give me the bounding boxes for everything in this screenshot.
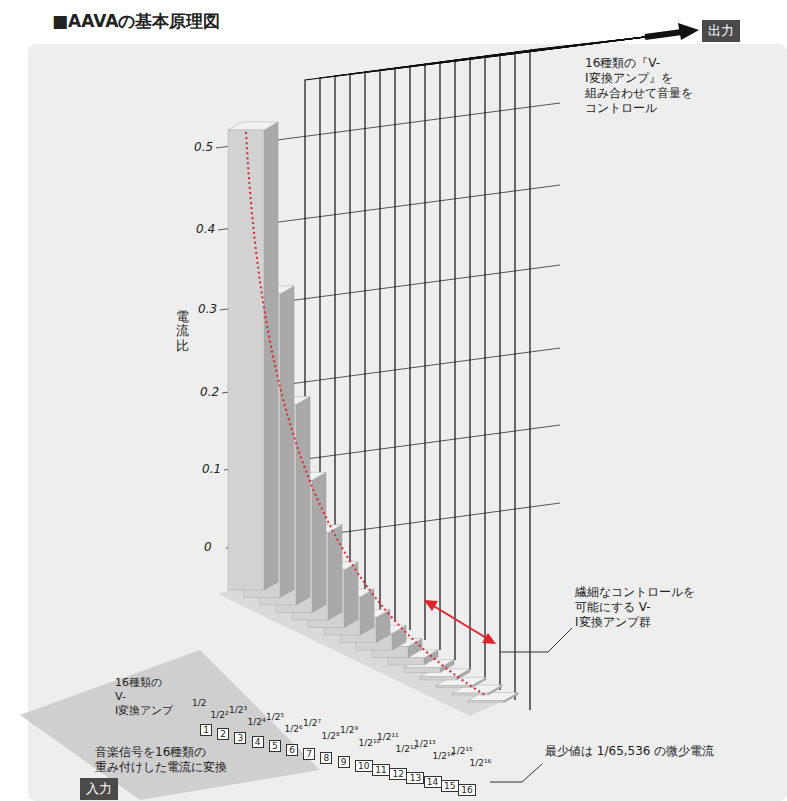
callout-number: 14 <box>424 776 442 788</box>
callout-number: 2 <box>217 728 229 740</box>
callout-number: 11 <box>372 764 390 776</box>
node-text: 4 <box>255 738 261 747</box>
axis-tick: 0 <box>204 540 212 555</box>
callout-text: 繊細なコントロールを 可能にする V-I変換アンプ群 <box>575 585 695 630</box>
node-text: 14 <box>427 778 438 787</box>
current-bars <box>228 122 518 703</box>
weight-fraction: 1/2¹¹ <box>377 732 399 743</box>
group-label: 16種類の V-I変換アンプ <box>115 676 173 717</box>
leader-line <box>490 764 542 782</box>
input-text: 音楽信号を16種類の 重み付けした電流に変換 <box>95 745 227 775</box>
callout-number: 8 <box>320 752 332 764</box>
callout-number: 13 <box>406 772 424 784</box>
weight-fraction: 1/2¹³ <box>414 739 436 750</box>
node-text: 12 <box>392 770 403 779</box>
decay-curve <box>246 132 485 695</box>
note-text: 16種類の『V-I変換アンプ』を 組み合わせて音量を コントロール <box>585 56 693 116</box>
weight-fraction: 1/2⁸ <box>322 731 340 742</box>
callout-number: 9 <box>338 756 350 768</box>
axis-tick: 0.1 <box>202 462 221 477</box>
weight-fraction: 1/2³ <box>229 705 247 716</box>
amp-line <box>320 37 645 570</box>
leader-line <box>500 628 572 652</box>
callout-number: 10 <box>355 760 373 772</box>
amp-line <box>410 37 645 630</box>
amp-line <box>305 37 645 560</box>
node-text: 6 <box>289 746 295 755</box>
weight-fraction: 1/2² <box>211 710 229 721</box>
axis-tick: 0.4 <box>196 222 215 237</box>
weight-fraction: 1/2⁴ <box>248 717 266 728</box>
callout-number: 5 <box>269 740 281 752</box>
node-text: 10 <box>358 762 369 771</box>
node-text: 15 <box>444 782 455 791</box>
node-text: 2 <box>220 730 226 739</box>
output-arrow-shaft <box>645 32 682 37</box>
callout-number: 6 <box>286 744 298 756</box>
weight-fraction: 1/2⁷ <box>303 718 321 729</box>
callout-text: 最少値は 1/65,536 の微少電流 <box>545 744 714 759</box>
amp-line <box>350 37 645 590</box>
axis-title: 電流比 <box>176 310 189 353</box>
amp-line <box>485 37 645 680</box>
weight-fraction: 1/2¹⁵ <box>451 746 473 757</box>
node-text: 5 <box>272 742 278 751</box>
weight-fraction: 1/2¹⁶ <box>470 758 492 769</box>
axis-tick: 0.2 <box>200 385 219 400</box>
weight-fraction: 1/2¹² <box>396 744 418 755</box>
node-text: 13 <box>410 774 421 783</box>
background-panel <box>28 44 787 801</box>
node-text: 16 <box>461 786 472 795</box>
output-tag: 出力 <box>702 20 740 42</box>
node-text: 11 <box>375 766 386 775</box>
amp-line <box>425 37 645 640</box>
node-text: 1 <box>203 726 209 735</box>
range-arrow <box>424 600 496 644</box>
weight-fraction: 1/2¹⁴ <box>433 751 455 762</box>
weight-fraction: 1/2¹⁰ <box>359 738 381 749</box>
current-bar <box>228 122 278 590</box>
axis-tick: 0.3 <box>198 302 217 317</box>
callout-number: 15 <box>441 780 459 792</box>
output-arrow-head <box>678 23 699 40</box>
callout-number: 1 <box>200 724 212 736</box>
callout-number: 3 <box>234 732 246 744</box>
callout-number: 7 <box>303 748 315 760</box>
node-text: 3 <box>238 734 244 743</box>
amp-line <box>380 37 645 610</box>
input-tag: 入力 <box>80 778 118 800</box>
amp-line <box>470 37 645 670</box>
amp-line <box>440 37 645 650</box>
weight-fraction: 1/2⁶ <box>285 724 303 735</box>
callout-number: 16 <box>458 784 476 796</box>
amp-line <box>365 37 645 600</box>
callout-number: 4 <box>252 736 264 748</box>
node-text: 9 <box>341 758 347 767</box>
node-text: 入力 <box>86 780 112 798</box>
node-text: 8 <box>324 754 330 763</box>
node-text: 7 <box>306 750 312 759</box>
amp-line <box>335 37 645 580</box>
weight-fraction: 1/2 <box>192 698 206 709</box>
weight-fraction: 1/2⁹ <box>340 725 358 736</box>
input-slab <box>20 650 320 800</box>
weight-fraction: 1/2⁵ <box>266 712 284 723</box>
amp-line <box>455 37 645 660</box>
figure-title: ■AAVAの基本原理図 <box>52 10 220 33</box>
node-text: 出力 <box>708 22 734 40</box>
axis-tick: 0.5 <box>194 140 213 155</box>
callout-number: 12 <box>389 768 407 780</box>
amp-line <box>395 37 645 620</box>
